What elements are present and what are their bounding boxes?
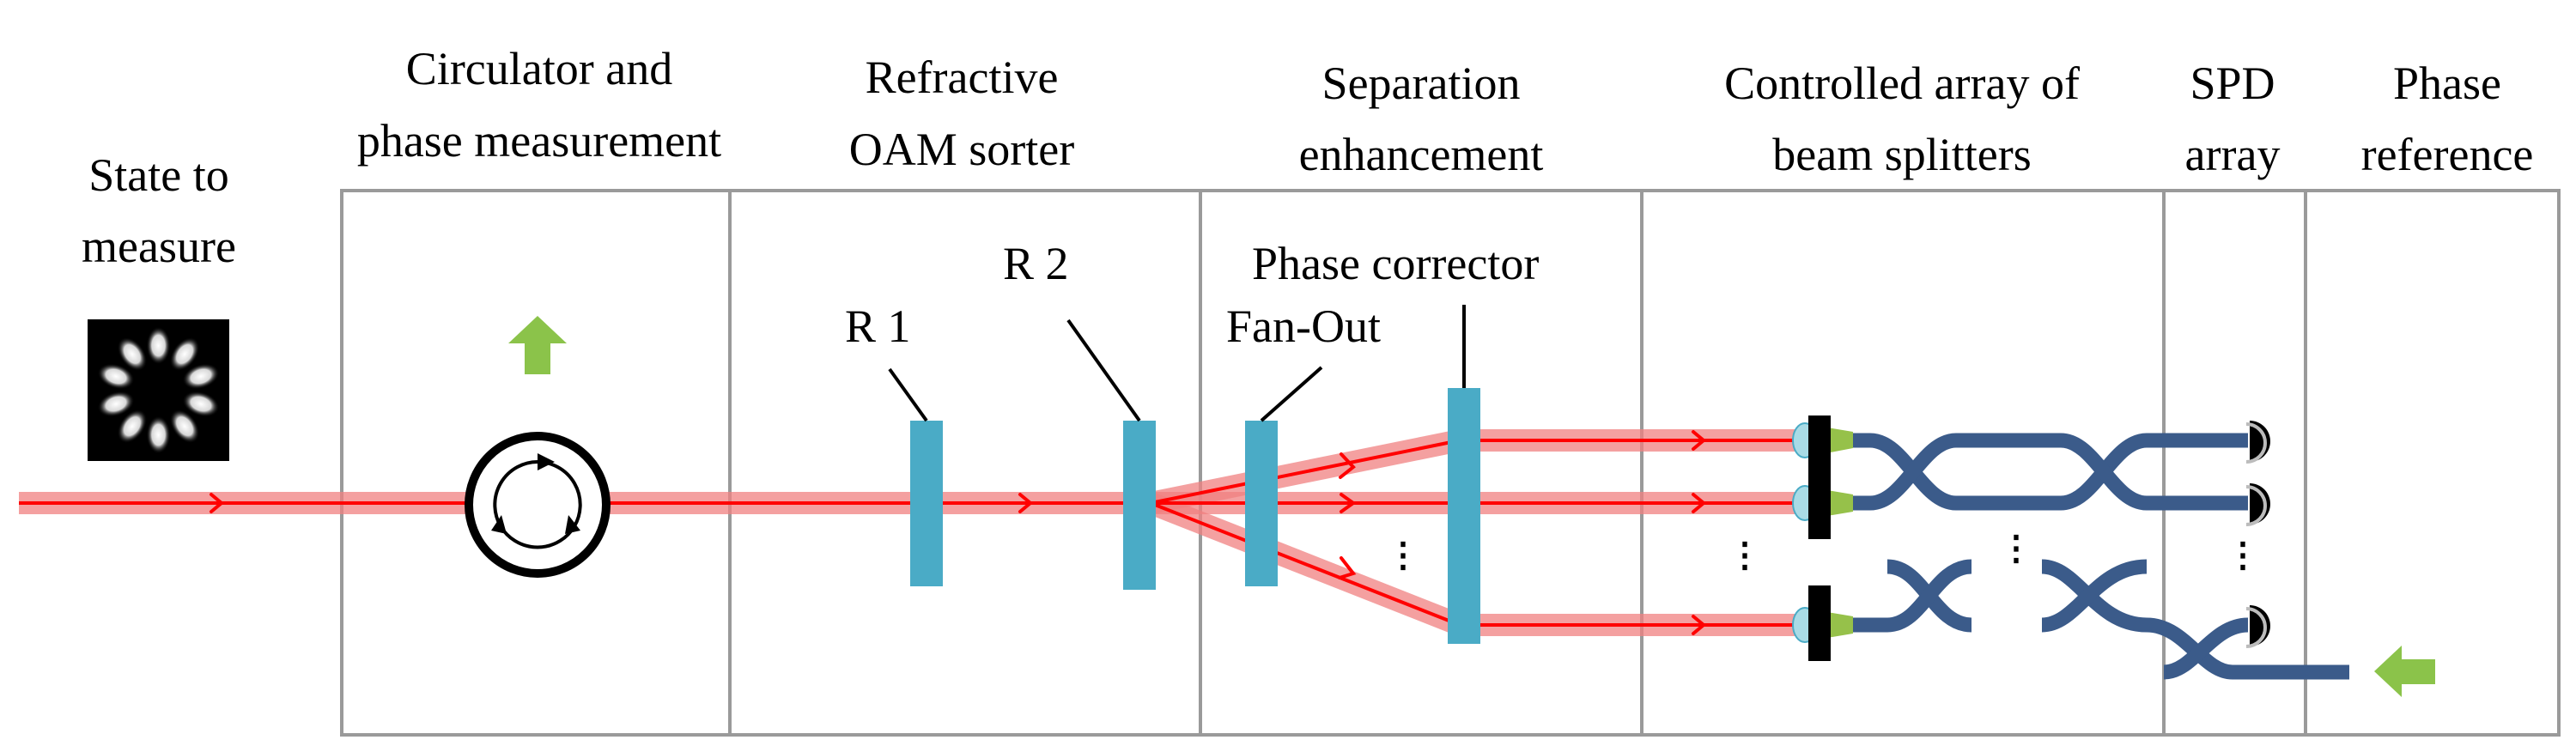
stage-title-reference-line1: Phase bbox=[2393, 58, 2501, 109]
stage-title-sorter-line1: Refractive bbox=[866, 52, 1059, 103]
phase-corrector-label: Phase corrector bbox=[1252, 238, 1539, 289]
fan-out-label: Fan-Out bbox=[1226, 300, 1381, 352]
optical-elements bbox=[910, 388, 1480, 644]
r2-element bbox=[1123, 421, 1156, 590]
fiber-lower-x1-b bbox=[1853, 559, 1972, 633]
coupler-holder-lower bbox=[1808, 585, 1831, 661]
phase-corrector-element bbox=[1448, 388, 1480, 644]
single-photon-detector-icon bbox=[2245, 483, 2270, 526]
beam-direction-chevrons bbox=[210, 430, 1707, 635]
spd-stage-box bbox=[2162, 189, 2307, 737]
stage-title-sorter-line2: OAM sorter bbox=[849, 124, 1074, 175]
fiber-upper-pair-a bbox=[1853, 433, 2248, 511]
fan-out-element bbox=[1245, 421, 1278, 586]
stage-title-spd-line1: SPD bbox=[2190, 58, 2275, 109]
ellipsis-couplers: ⋮ bbox=[1728, 536, 1762, 574]
stage-title-separation-line2: enhancement bbox=[1299, 129, 1544, 180]
r1-label: R 1 bbox=[845, 300, 911, 352]
ellipses: ⋮ ⋮ ⋮ ⋮ bbox=[1386, 529, 2260, 574]
single-photon-detector-icon bbox=[2245, 605, 2270, 648]
circulator-icon bbox=[465, 432, 611, 578]
ellipsis-splitters: ⋮ bbox=[1999, 529, 2033, 567]
ellipsis-spd: ⋮ bbox=[2226, 536, 2260, 574]
stage-title-circulator-line2: phase measurement bbox=[357, 115, 721, 167]
fiber-lower-x2-b bbox=[2041, 559, 2148, 633]
green-up-arrow-icon bbox=[508, 316, 567, 374]
spd-detectors bbox=[2245, 421, 2270, 648]
fiber-network bbox=[1853, 433, 2349, 680]
fiber-lower-x2-a bbox=[2041, 559, 2349, 680]
coupler-holder-upper bbox=[1808, 415, 1831, 539]
stage-boxes bbox=[340, 189, 2561, 737]
r2-label: R 2 bbox=[1003, 238, 1069, 289]
phase-reference-stage-box bbox=[2304, 189, 2561, 737]
stage-title-reference-line2: reference bbox=[2361, 129, 2534, 180]
stage-title-array-line2: beam splitters bbox=[1772, 129, 2031, 180]
stage-title-spd-line2: array bbox=[2185, 129, 2281, 180]
stage-title-separation-line1: Separation bbox=[1322, 58, 1521, 109]
single-photon-detector-icon bbox=[2245, 421, 2270, 464]
stage-title-state-line2: measure bbox=[82, 221, 236, 272]
r1-element bbox=[910, 421, 943, 586]
stage-titles: State to measure Circulator and phase me… bbox=[82, 43, 2533, 272]
green-left-arrow-icon bbox=[2374, 646, 2435, 697]
fiber-lower-x3-a bbox=[2163, 617, 2249, 680]
ellipsis-fanout: ⋮ bbox=[1386, 536, 1420, 574]
component-leader-lines bbox=[888, 305, 1466, 422]
stage-title-array-line1: Controlled array of bbox=[1724, 58, 2080, 109]
fiber-couplers bbox=[1792, 415, 1853, 661]
oam-intensity-pattern-icon bbox=[88, 319, 229, 461]
stage-title-state-line1: State to bbox=[88, 149, 228, 201]
stage-title-circulator-line1: Circulator and bbox=[406, 43, 672, 94]
fiber-upper-pair-b bbox=[1853, 433, 2248, 511]
